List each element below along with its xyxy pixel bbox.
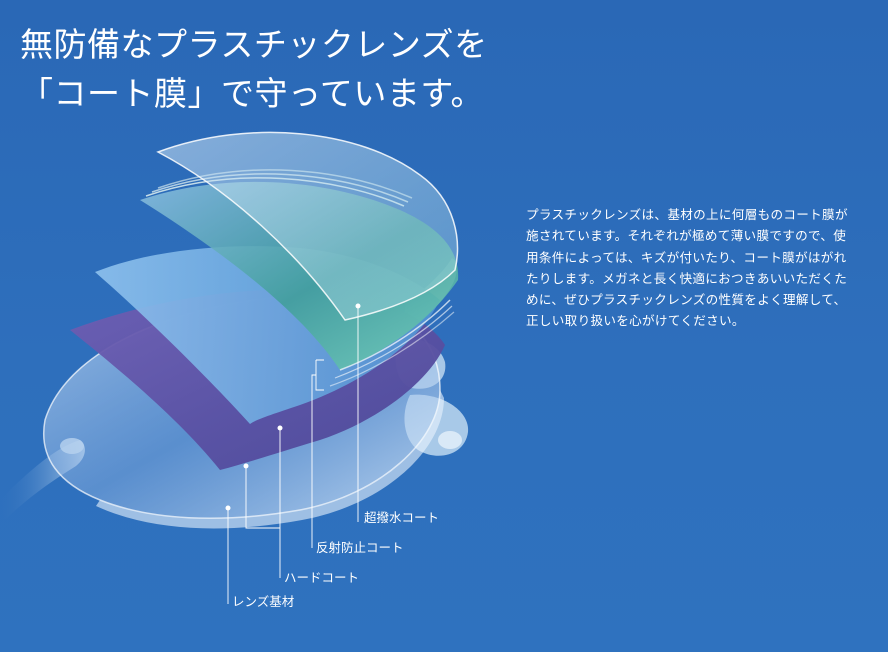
label-super-water-repellent: 超撥水コート <box>364 510 439 525</box>
headline: 無防備なプラスチックレンズを 「コート膜」で守っています。 <box>20 20 488 118</box>
label-hard-coat: ハードコート <box>284 570 359 585</box>
leader-lines <box>225 303 361 604</box>
super-water-repellent-layer <box>156 131 459 321</box>
label-lens-base: レンズ基材 <box>232 594 294 609</box>
headline-line-1: 無防備なプラスチックレンズを <box>20 25 488 64</box>
description-text: プラスチックレンズは、基材の上に何層ものコート膜が施されています。それぞれが極め… <box>526 207 848 329</box>
label-anti-reflection: 反射防止コート <box>316 540 404 555</box>
headline-line-2: 「コート膜」で守っています。 <box>20 74 485 113</box>
